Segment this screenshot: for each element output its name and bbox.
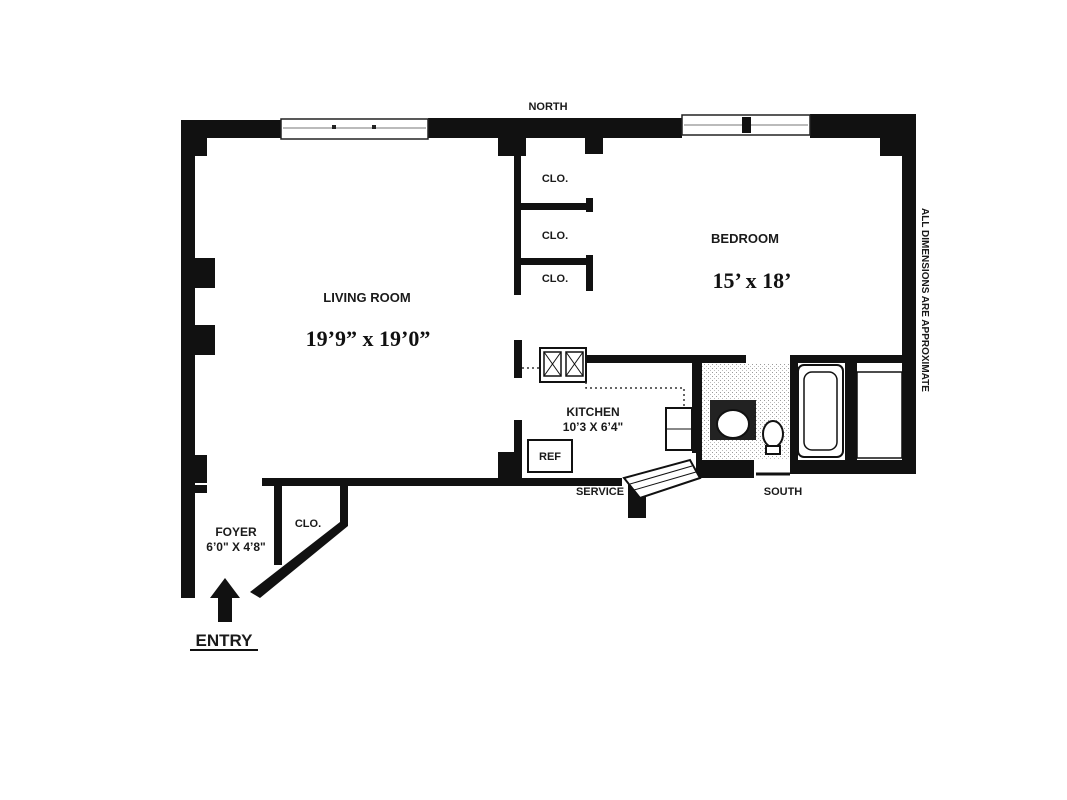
north-window-left bbox=[280, 118, 429, 140]
service-stairs bbox=[622, 458, 702, 500]
closet-label: CLO. bbox=[295, 518, 321, 530]
entry-arrow-icon bbox=[210, 578, 240, 622]
north-label: NORTH bbox=[528, 101, 567, 113]
exterior-walls bbox=[181, 114, 916, 598]
foyer-label: FOYER bbox=[215, 525, 257, 539]
kitchen-dimensions: 10’3 X 6’4" bbox=[563, 420, 623, 434]
south-label: SOUTH bbox=[764, 486, 803, 498]
refrigerator bbox=[527, 439, 573, 473]
wall-piers bbox=[195, 136, 902, 483]
bedroom-label: BEDROOM bbox=[711, 231, 779, 246]
kitchen-label: KITCHEN bbox=[566, 405, 619, 419]
bathroom-sink bbox=[716, 409, 750, 439]
bedroom-dimensions: 15’ x 18’ bbox=[712, 268, 791, 293]
toilet bbox=[762, 420, 784, 448]
north-window-right bbox=[681, 114, 811, 136]
bathroom bbox=[702, 363, 903, 476]
service-label: SERVICE bbox=[576, 486, 624, 498]
closet-label: CLO. bbox=[542, 273, 568, 285]
entry-label: ENTRY bbox=[196, 631, 254, 650]
living-room-label: LIVING ROOM bbox=[323, 290, 410, 305]
dimensions-note: ALL DIMENSIONS ARE APPROXIMATE bbox=[919, 208, 930, 392]
kitchen-fixtures bbox=[522, 347, 702, 500]
linen-closet bbox=[856, 371, 903, 459]
foyer-dimensions: 6’0" X 4’8" bbox=[206, 540, 265, 554]
closet-partitions bbox=[514, 150, 593, 295]
refrigerator-label: REF bbox=[539, 451, 561, 463]
foyer-walls bbox=[181, 484, 348, 598]
bathtub bbox=[797, 364, 844, 458]
stove bbox=[539, 347, 587, 383]
closet-label: CLO. bbox=[542, 173, 568, 185]
closet-label: CLO. bbox=[542, 230, 568, 242]
living-room-dimensions: 19’9” x 19’0” bbox=[306, 326, 431, 351]
